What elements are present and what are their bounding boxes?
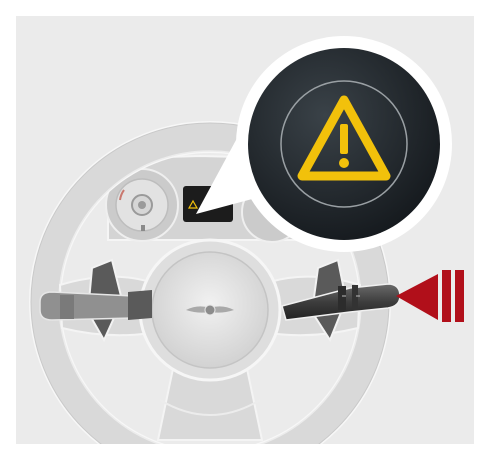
steering-wheel-hub <box>140 240 280 380</box>
magnified-hazard-button <box>236 36 452 252</box>
left-control-stalk <box>40 290 152 320</box>
red-arrow-pointer-icon <box>396 270 464 322</box>
